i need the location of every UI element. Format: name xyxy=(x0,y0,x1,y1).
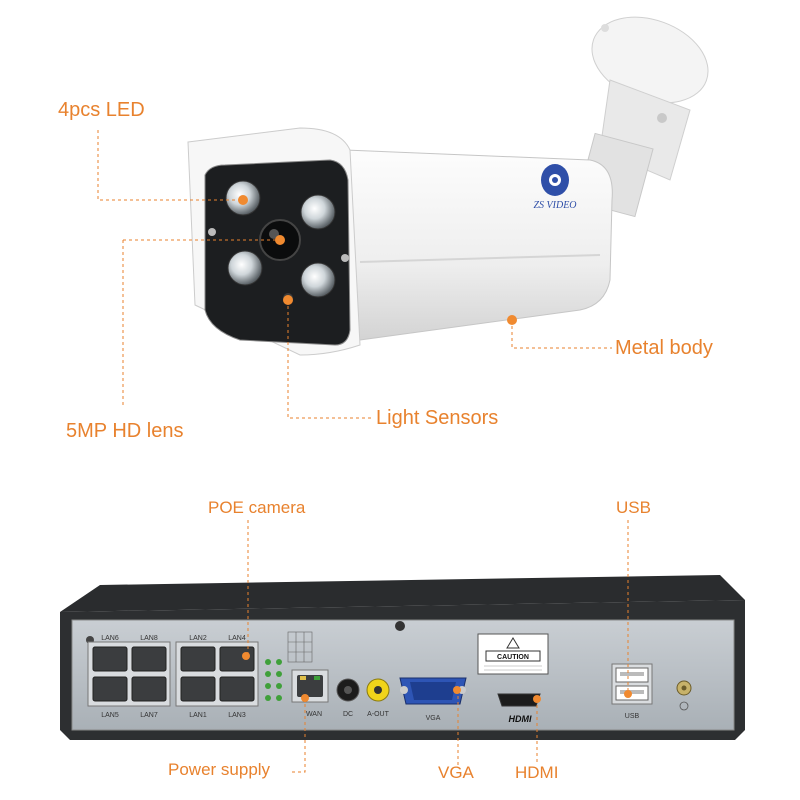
audio-out-label: A-OUT xyxy=(367,711,390,718)
nvr-callout-lines xyxy=(247,520,629,773)
lan1-label: LAN1 xyxy=(189,712,207,719)
callout-5mp-hd-lens: 5MP HD lens xyxy=(66,420,184,442)
camera-callout-dots xyxy=(238,195,517,325)
led-bottom-left xyxy=(227,250,263,286)
led-top-right xyxy=(300,194,336,230)
lan5-label: LAN5 xyxy=(101,712,119,719)
caution-label: CAUTION xyxy=(477,633,549,675)
nvr-recorder: LAN6 LAN8 LAN2 LAN4 LAN5 LAN7 LAN1 LAN3 xyxy=(60,575,745,740)
lan7-label: LAN7 xyxy=(140,712,158,719)
callout-usb: USB xyxy=(616,498,651,517)
bullet-camera: ZS VIDEO xyxy=(187,16,709,356)
callout-4pcs-led: 4pcs LED xyxy=(58,99,145,121)
callout-metal-body: Metal body xyxy=(615,337,713,359)
callout-poe-camera: POE camera xyxy=(208,498,306,517)
lan-port-block: LAN6 LAN8 LAN2 LAN4 LAN5 LAN7 LAN1 LAN3 xyxy=(87,635,259,719)
led-bottom-right xyxy=(300,262,336,298)
callout-power-supply: Power supply xyxy=(168,760,271,779)
camera-callout-lines xyxy=(97,130,612,419)
callout-light-sensors: Light Sensors xyxy=(376,407,499,429)
vga-port: VGA xyxy=(399,677,467,722)
brand-logo-text: ZS VIDEO xyxy=(533,200,576,211)
lan6-label: LAN6 xyxy=(101,635,119,642)
ground-terminal xyxy=(676,680,692,711)
callout-hdmi: HDMI xyxy=(515,763,559,782)
vga-port-label: VGA xyxy=(426,715,441,722)
nvr-callout-dots xyxy=(242,652,632,703)
dc-label: DC xyxy=(343,711,353,718)
dc-jack: DC xyxy=(336,678,360,718)
brand-logo: ZS VIDEO xyxy=(533,164,577,211)
wall-mount xyxy=(576,16,709,218)
usb-ports: USB xyxy=(611,663,653,720)
audio-out-jack: A-OUT xyxy=(366,678,390,718)
caution-text: CAUTION xyxy=(497,654,529,661)
hdmi-logo-text: HDMI xyxy=(509,714,532,724)
wan-label: WAN xyxy=(306,711,322,718)
hdmi-port: HDMI xyxy=(497,693,541,724)
usb-port-label: USB xyxy=(625,713,640,720)
status-led-grid xyxy=(265,659,282,701)
callout-vga: VGA xyxy=(438,763,474,782)
lan3-label: LAN3 xyxy=(228,712,246,719)
lan8-label: LAN8 xyxy=(140,635,158,642)
wan-port: WAN xyxy=(291,669,329,718)
spec-grid xyxy=(287,631,313,663)
lan4-label: LAN4 xyxy=(228,635,246,642)
lan2-label: LAN2 xyxy=(189,635,207,642)
